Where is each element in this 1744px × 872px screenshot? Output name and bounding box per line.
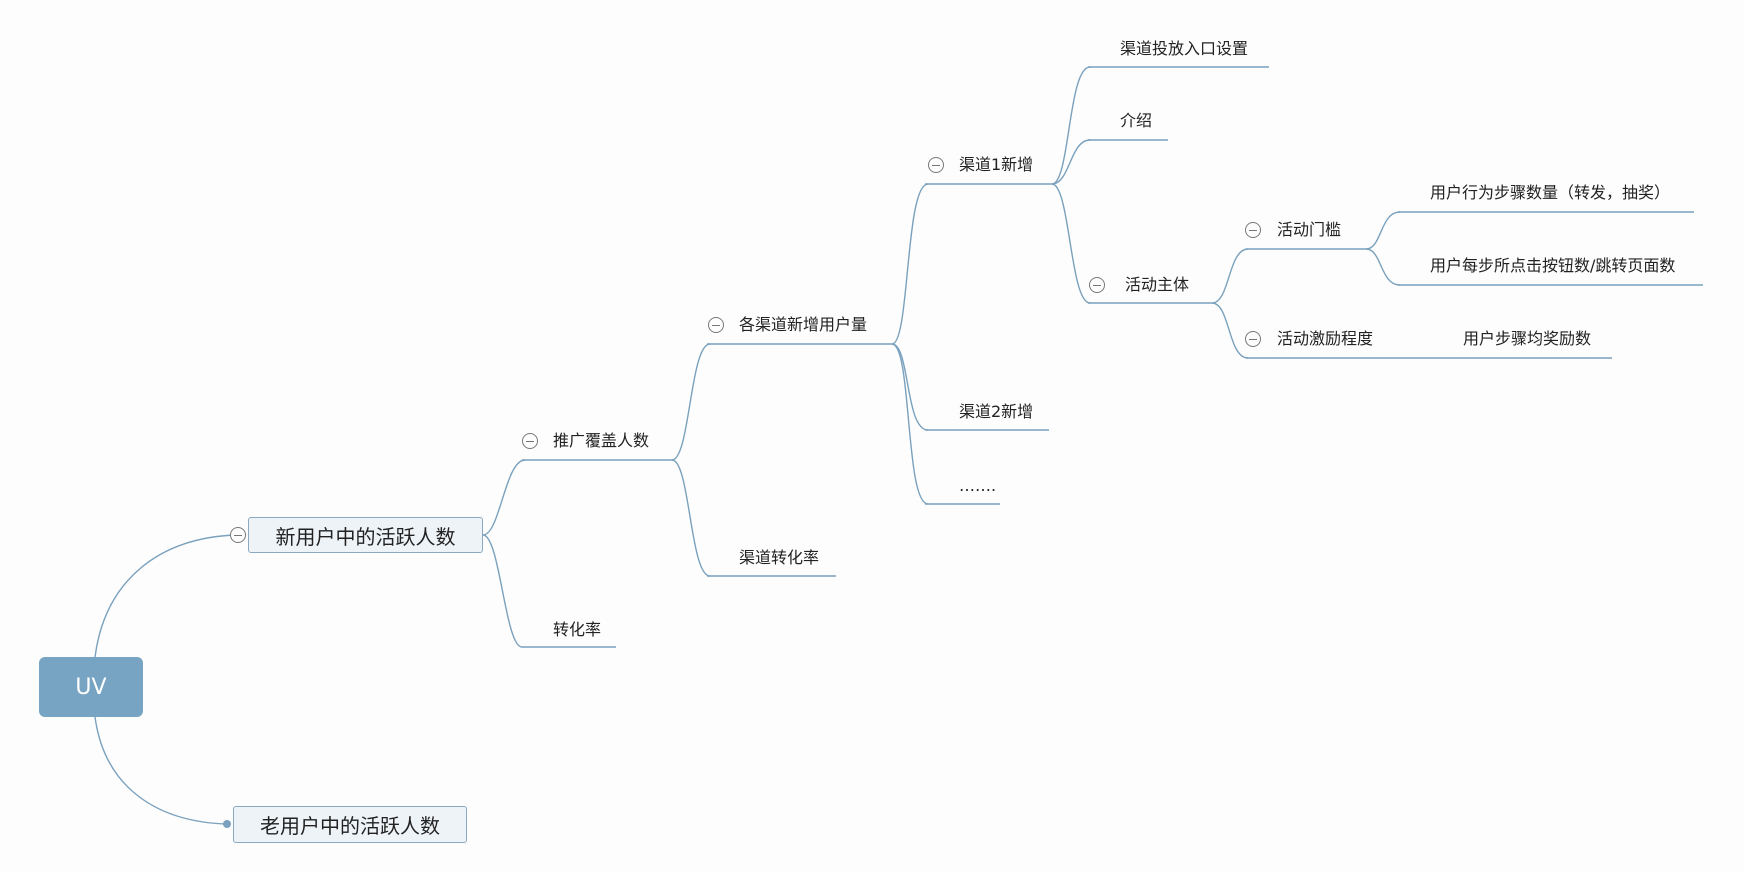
node-channel-new-users[interactable]: 各渠道新增用户量 [739, 315, 868, 334]
link-threshold-clicks [1365, 248, 1401, 286]
node-promo-coverage[interactable]: 推广覆盖人数 [553, 431, 650, 450]
link-channelnew-more [891, 343, 929, 505]
node-activity-main[interactable]: 活动主体 [1125, 275, 1190, 294]
node-channel2[interactable]: 渠道2新增 [959, 402, 1034, 421]
node-more[interactable]: ……. [959, 476, 997, 495]
collapsed-indicator-old-users[interactable] [223, 820, 231, 828]
link-root-old-users [94, 716, 228, 825]
node-new-users-label: 新用户中的活跃人数 [275, 524, 456, 549]
node-old-users[interactable]: 老用户中的活跃人数 [233, 806, 467, 843]
node-channel1[interactable]: 渠道1新增 [959, 155, 1034, 174]
node-new-users[interactable]: 新用户中的活跃人数 [248, 517, 483, 553]
link-ch1-intro [1051, 139, 1091, 185]
collapse-toggle-channel-new[interactable] [708, 317, 724, 333]
link-root-new-users [94, 534, 238, 658]
collapse-toggle-threshold[interactable] [1245, 222, 1261, 238]
collapse-toggle-new-users[interactable] [230, 527, 246, 543]
link-channelnew-ch2 [891, 343, 929, 431]
collapse-toggle-activity-main[interactable] [1089, 277, 1105, 293]
node-intro[interactable]: 介绍 [1120, 111, 1153, 130]
root-node[interactable]: UV [39, 657, 143, 717]
root-label: UV [75, 674, 107, 700]
node-entry-setup[interactable]: 渠道投放入口设置 [1120, 39, 1249, 58]
node-avg-reward[interactable]: 用户步骤均奖励数 [1463, 329, 1592, 348]
node-old-users-label: 老用户中的活跃人数 [260, 814, 440, 838]
link-ch1-activity [1051, 183, 1091, 304]
link-activity-incentive [1211, 302, 1249, 359]
link-channelnew-ch1 [891, 183, 929, 345]
node-channel-conversion[interactable]: 渠道转化率 [739, 548, 820, 567]
link-new-users-promo [482, 459, 526, 536]
node-steps-count[interactable]: 用户行为步骤数量（转发，抽奖） [1430, 183, 1671, 202]
collapse-toggle-incentive[interactable] [1245, 331, 1261, 347]
node-clicks-per-step[interactable]: 用户每步所点击按钮数/跳转页面数 [1430, 256, 1676, 275]
link-new-users-conversion [482, 534, 523, 648]
link-promo-channel-new [671, 343, 711, 461]
link-threshold-steps [1365, 211, 1401, 250]
link-activity-threshold [1211, 248, 1249, 304]
collapse-toggle-promo[interactable] [522, 433, 538, 449]
link-ch1-entry [1051, 66, 1091, 185]
node-incentive[interactable]: 活动激励程度 [1277, 329, 1374, 348]
node-threshold[interactable]: 活动门槛 [1277, 220, 1342, 239]
node-conversion[interactable]: 转化率 [553, 620, 602, 639]
collapse-toggle-channel1[interactable] [928, 157, 944, 173]
link-promo-channel-conv [671, 459, 711, 577]
